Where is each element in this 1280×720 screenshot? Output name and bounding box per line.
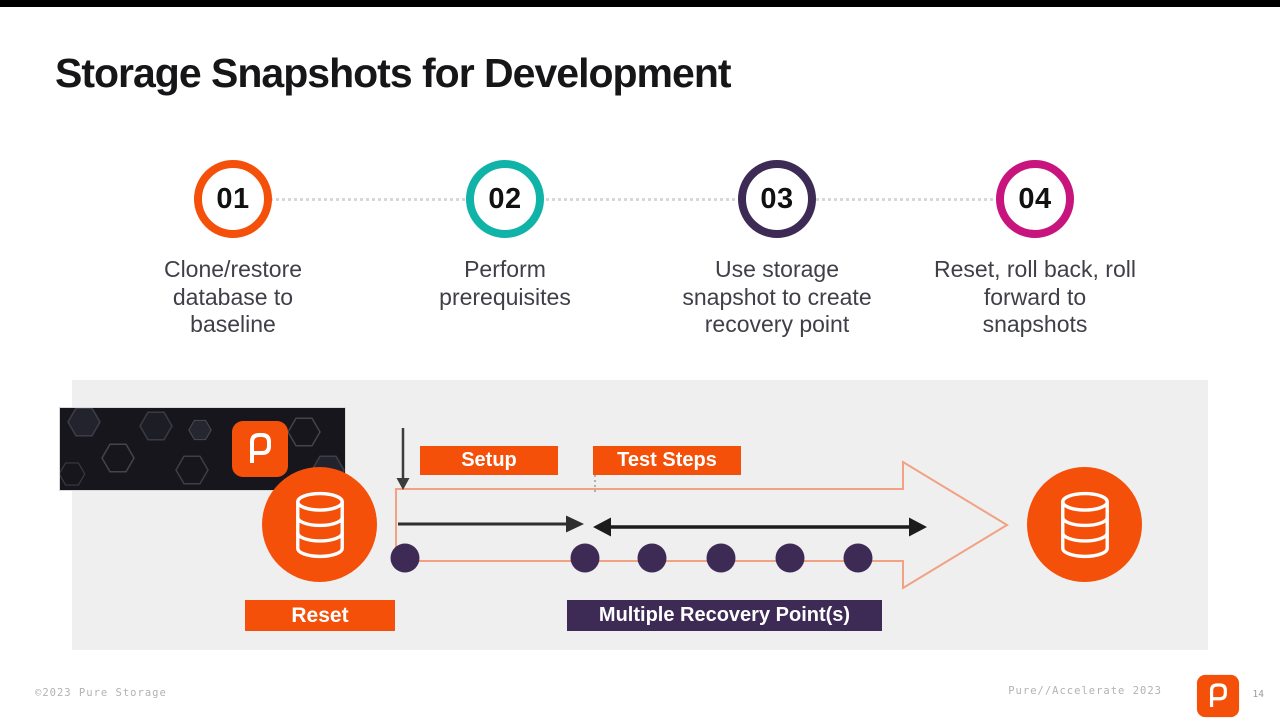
- step-02-circle: 02: [466, 160, 544, 238]
- database-icon: [1060, 491, 1109, 558]
- step-04-circle: 04: [996, 160, 1074, 238]
- step-01-label: Clone/restore database to baseline: [163, 256, 303, 338]
- page-number: 14: [1252, 689, 1264, 700]
- step-03: 03 Use storage snapshot to create recove…: [657, 160, 897, 339]
- step-02: 02 Perform prerequisites: [385, 160, 625, 311]
- step-01: 01 Clone/restore database to baseline: [113, 160, 353, 339]
- database-icon: [295, 491, 344, 558]
- step-01-number: 01: [216, 182, 250, 215]
- pure-storage-logo-icon: [232, 421, 288, 477]
- step-02-label: Perform prerequisites: [439, 256, 571, 310]
- target-database-circle: [1027, 467, 1142, 582]
- steps-connector-line: [233, 198, 1035, 201]
- slide-title: Storage Snapshots for Development: [55, 50, 732, 96]
- letterbox-bar: [0, 0, 1280, 7]
- multiple-recovery-points-tag: Multiple Recovery Point(s): [567, 600, 882, 631]
- step-03-label: Use storage snapshot to create recovery …: [682, 256, 872, 338]
- step-02-number: 02: [488, 182, 522, 215]
- step-04-label: Reset, roll back, roll forward to snapsh…: [934, 256, 1136, 338]
- test-steps-tag: Test Steps: [593, 446, 741, 475]
- pure-storage-logo-icon: [1196, 674, 1240, 718]
- footer-copyright: ©2023 Pure Storage: [35, 687, 167, 699]
- step-01-circle: 01: [194, 160, 272, 238]
- setup-tag: Setup: [420, 446, 558, 475]
- source-database-circle: [262, 467, 377, 582]
- reset-tag: Reset: [245, 600, 395, 631]
- step-04: 04 Reset, roll back, roll forward to sna…: [915, 160, 1155, 339]
- step-04-number: 04: [1018, 182, 1052, 215]
- footer-event-name: Pure//Accelerate 2023: [1008, 685, 1162, 697]
- step-03-number: 03: [760, 182, 794, 215]
- step-03-circle: 03: [738, 160, 816, 238]
